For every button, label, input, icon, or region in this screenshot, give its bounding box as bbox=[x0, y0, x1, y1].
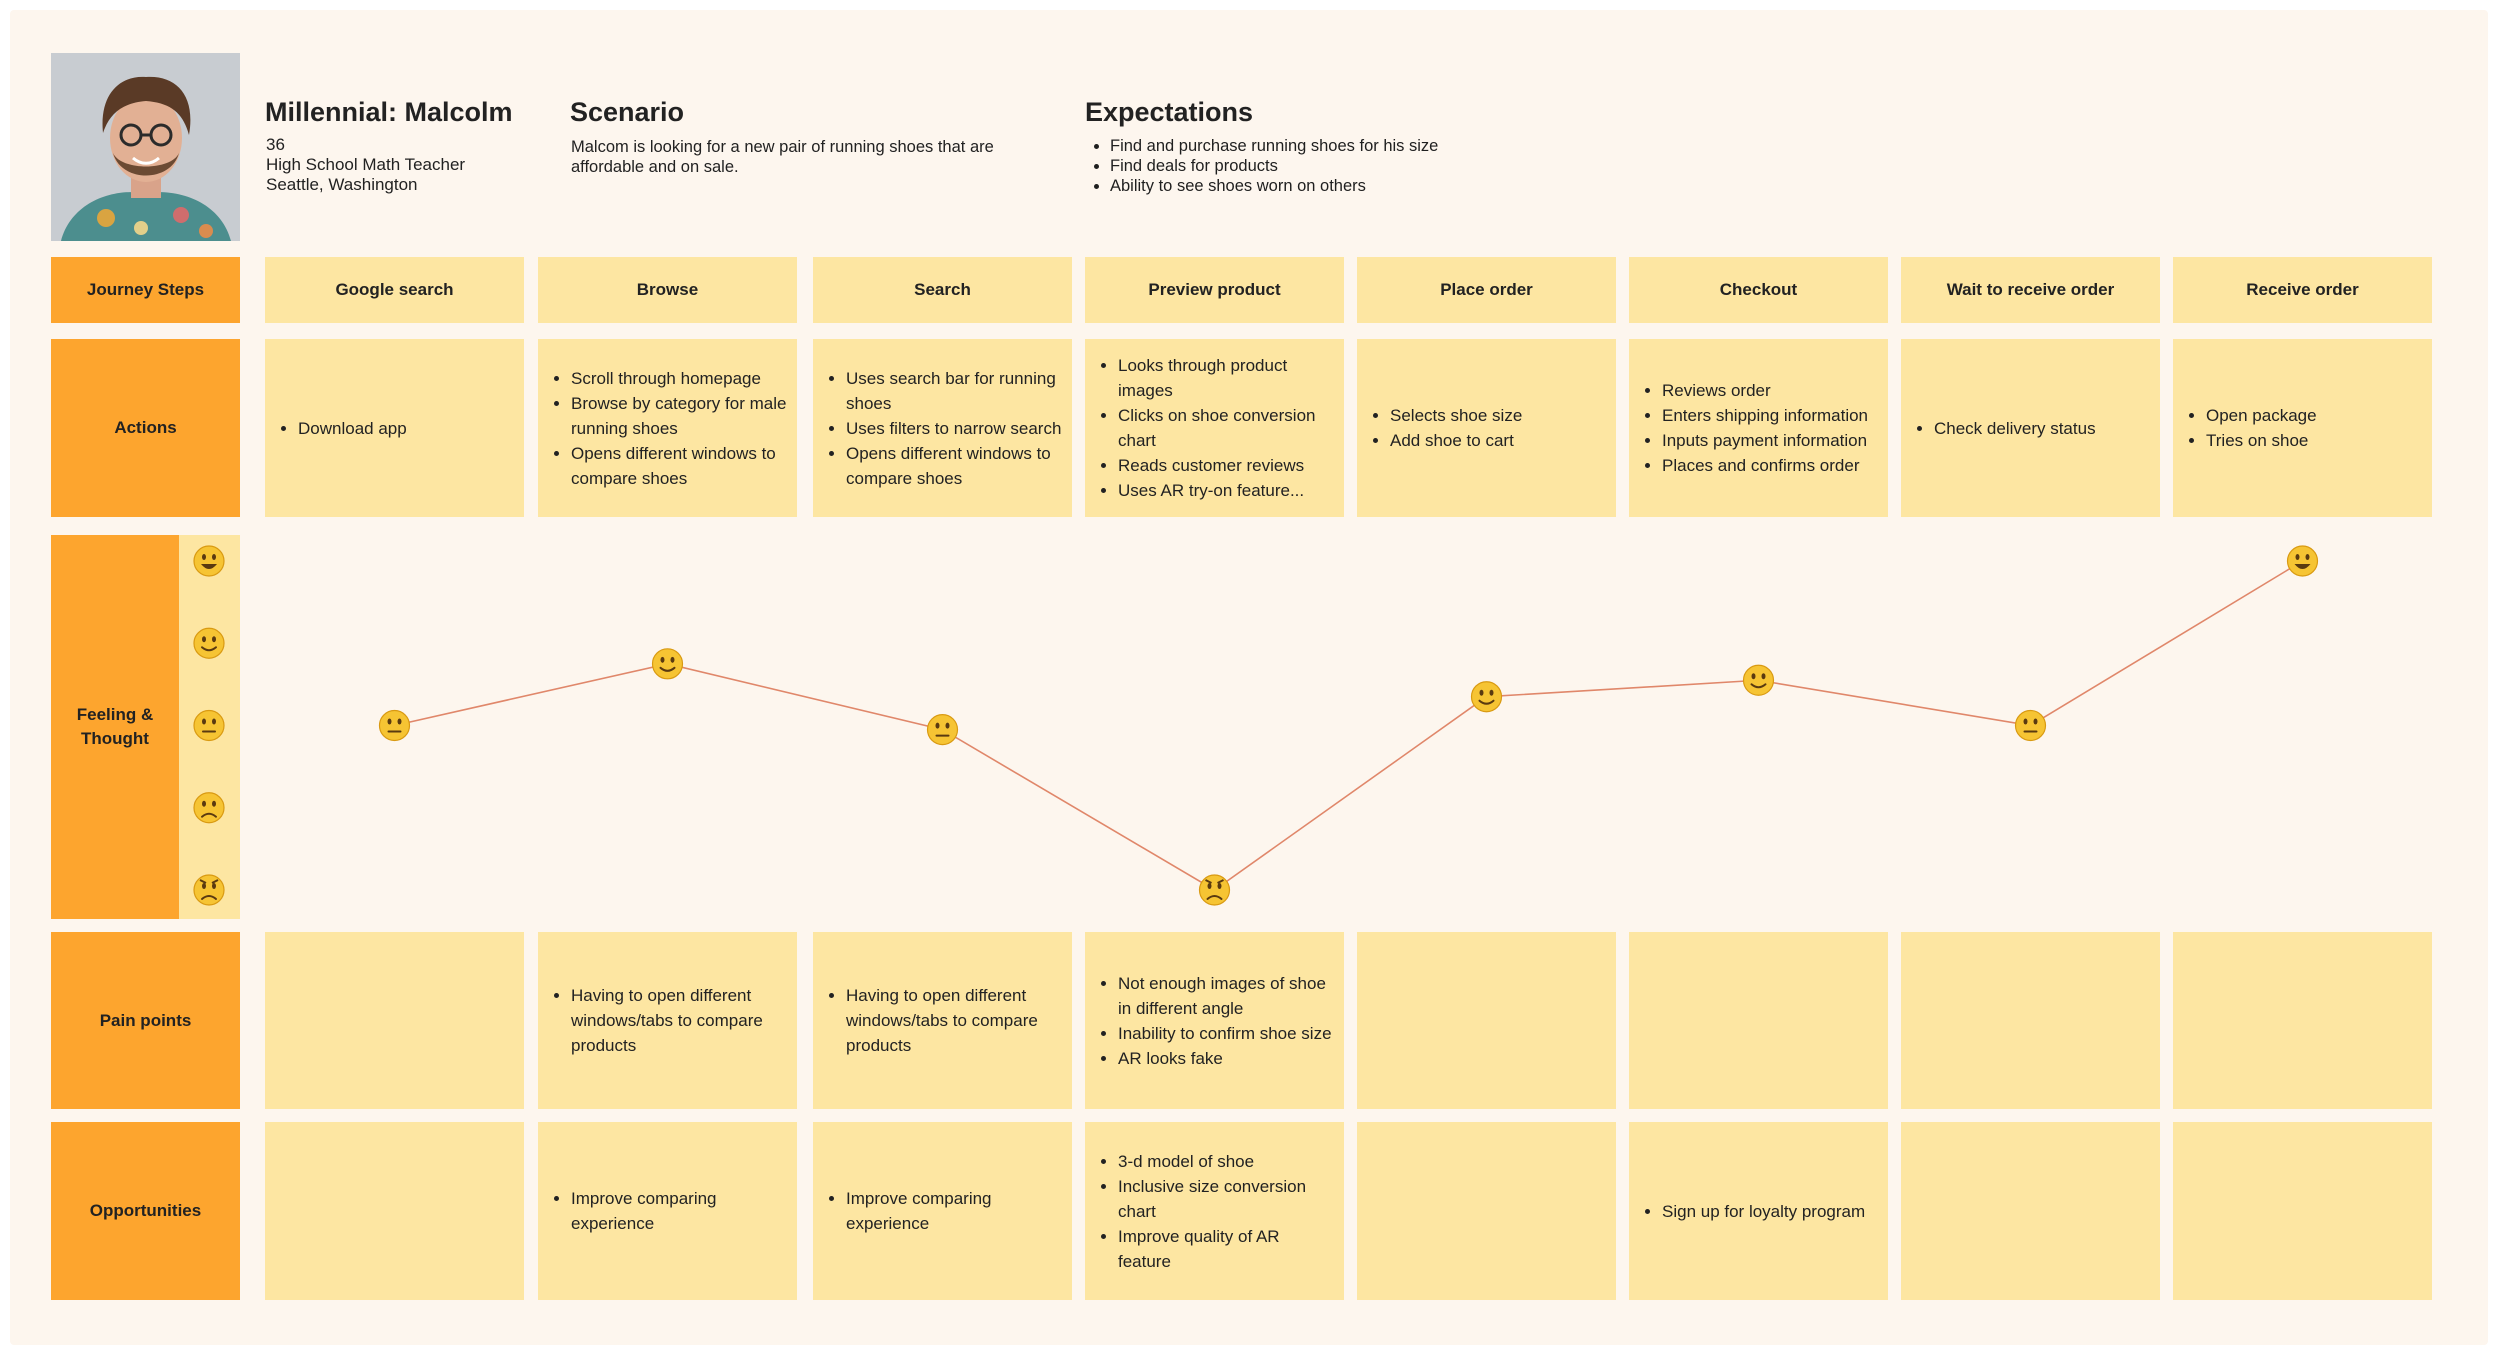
persona-job: High School Math Teacher bbox=[266, 155, 466, 174]
list-item: Download app bbox=[298, 416, 514, 441]
journey-step-label: Preview product bbox=[1148, 280, 1281, 299]
actions-cell: Check delivery status bbox=[1901, 339, 2160, 517]
list-item: Inability to confirm shoe size bbox=[1118, 1021, 1334, 1046]
pain-point-cell bbox=[1357, 932, 1616, 1109]
list-item: AR looks fake bbox=[1118, 1046, 1334, 1071]
persona-details: 36 High School Math Teacher Seattle, Was… bbox=[266, 135, 465, 195]
scenario-title: Scenario bbox=[570, 97, 685, 127]
list-item: Clicks on shoe conversion chart bbox=[1118, 403, 1334, 453]
opportunity-cell: Sign up for loyalty program bbox=[1629, 1122, 1888, 1300]
list-item: Places and confirms order bbox=[1662, 453, 1878, 478]
expectation-item: Ability to see shoes worn on others bbox=[1110, 176, 1592, 196]
opportunity-cell bbox=[1357, 1122, 1616, 1300]
row-label-text: Actions bbox=[114, 418, 177, 437]
actions-cell: Download app bbox=[265, 339, 524, 517]
list-item: Inclusive size conversion chart bbox=[1118, 1174, 1334, 1224]
list-item: Improve comparing experience bbox=[846, 1186, 1062, 1236]
list-item: Selects shoe size bbox=[1390, 403, 1606, 428]
actions-cell: Looks through product imagesClicks on sh… bbox=[1085, 339, 1344, 517]
journey-step-label: Search bbox=[914, 280, 971, 299]
opportunity-cell: 3-d model of shoeInclusive size conversi… bbox=[1085, 1122, 1344, 1300]
list-item: 3-d model of shoe bbox=[1118, 1149, 1334, 1174]
pain-point-cell: Having to open different windows/tabs to… bbox=[538, 932, 797, 1109]
row-label-opportunities: Opportunities bbox=[51, 1122, 240, 1300]
row-label-actions: Actions bbox=[51, 339, 240, 517]
actions-cell: Reviews orderEnters shipping information… bbox=[1629, 339, 1888, 517]
list-item: Opens different windows to compare shoes bbox=[846, 441, 1062, 491]
list-item: Browse by category for male running shoe… bbox=[571, 391, 787, 441]
list-item: Uses AR try-on feature... bbox=[1118, 478, 1334, 503]
list-item: Having to open different windows/tabs to… bbox=[571, 983, 787, 1058]
expectation-item: Find deals for products bbox=[1110, 156, 1592, 176]
list-item: Scroll through homepage bbox=[571, 366, 787, 391]
journey-step-cell: Google search bbox=[265, 257, 524, 323]
journey-step-cell: Checkout bbox=[1629, 257, 1888, 323]
persona-location: Seattle, Washington bbox=[266, 175, 418, 194]
expectations-title: Expectations bbox=[1085, 97, 1254, 127]
scenario-text-line: affordable and on sale. bbox=[571, 158, 739, 176]
scenario-text-line: Malcom is looking for a new pair of runn… bbox=[571, 138, 994, 156]
list-item: Looks through product images bbox=[1118, 353, 1334, 403]
persona-age: 36 bbox=[266, 135, 285, 154]
actions-cell: Open packageTries on shoe bbox=[2173, 339, 2432, 517]
row-label-text: Pain points bbox=[99, 1010, 192, 1030]
list-item: Having to open different windows/tabs to… bbox=[846, 983, 1062, 1058]
actions-cell: Scroll through homepageBrowse by categor… bbox=[538, 339, 797, 517]
pain-point-cell bbox=[265, 932, 524, 1109]
row-label-feeling: Feeling & Thought bbox=[51, 535, 179, 919]
list-item: Not enough images of shoe in different a… bbox=[1118, 971, 1334, 1021]
pain-point-cell: Not enough images of shoe in different a… bbox=[1085, 932, 1344, 1109]
opportunity-cell: Improve comparing experience bbox=[813, 1122, 1072, 1300]
actions-cell: Uses search bar for running shoesUses fi… bbox=[813, 339, 1072, 517]
list-item: Reads customer reviews bbox=[1118, 453, 1334, 478]
list-item: Add shoe to cart bbox=[1390, 428, 1606, 453]
row-label-pain-points: Pain points bbox=[51, 932, 240, 1109]
feeling-scale bbox=[179, 535, 240, 919]
opportunity-cell bbox=[265, 1122, 524, 1300]
persona-name: Millennial: Malcolm bbox=[265, 97, 513, 127]
journey-step-cell: Place order bbox=[1357, 257, 1616, 323]
journey-step-cell: Search bbox=[813, 257, 1072, 323]
row-label-text: Journey Steps bbox=[86, 280, 205, 299]
pain-point-cell bbox=[1629, 932, 1888, 1109]
journey-step-label: Wait to receive order bbox=[1946, 280, 2115, 299]
opportunity-cell bbox=[2173, 1122, 2432, 1300]
persona-photo bbox=[51, 53, 240, 241]
journey-step-cell: Browse bbox=[538, 257, 797, 323]
journey-step-label: Google search bbox=[335, 280, 454, 299]
actions-cell: Selects shoe sizeAdd shoe to cart bbox=[1357, 339, 1616, 517]
pain-point-cell bbox=[1901, 932, 2160, 1109]
journey-step-cell: Wait to receive order bbox=[1901, 257, 2160, 323]
pain-point-cell bbox=[2173, 932, 2432, 1109]
pain-point-cell: Having to open different windows/tabs to… bbox=[813, 932, 1072, 1109]
list-item: Reviews order bbox=[1662, 378, 1878, 403]
list-item: Improve quality of AR feature bbox=[1118, 1224, 1334, 1274]
journey-step-label: Place order bbox=[1440, 280, 1533, 299]
list-item: Tries on shoe bbox=[2206, 428, 2422, 453]
expectation-item: Find and purchase running shoes for his … bbox=[1110, 136, 1592, 156]
list-item: Enters shipping information bbox=[1662, 403, 1878, 428]
scenario-text: Malcom is looking for a new pair of runn… bbox=[571, 137, 994, 177]
journey-step-label: Receive order bbox=[2246, 280, 2359, 299]
list-item: Open package bbox=[2206, 403, 2422, 428]
journey-step-label: Browse bbox=[636, 280, 699, 299]
row-label-journey-steps: Journey Steps bbox=[51, 257, 240, 323]
list-item: Inputs payment information bbox=[1662, 428, 1878, 453]
list-item: Opens different windows to compare shoes bbox=[571, 441, 787, 491]
opportunity-cell: Improve comparing experience bbox=[538, 1122, 797, 1300]
list-item: Improve comparing experience bbox=[571, 1186, 787, 1236]
journey-step-label: Checkout bbox=[1719, 280, 1798, 299]
avatar bbox=[51, 53, 240, 241]
row-label-text: Opportunities bbox=[89, 1201, 202, 1220]
row-label-text: Thought bbox=[81, 729, 149, 748]
list-item: Uses search bar for running shoes bbox=[846, 366, 1062, 416]
row-label-text: Feeling & bbox=[76, 705, 154, 724]
journey-step-cell: Preview product bbox=[1085, 257, 1344, 323]
journey-step-cell: Receive order bbox=[2173, 257, 2432, 323]
list-item: Uses filters to narrow search bbox=[846, 416, 1062, 441]
opportunity-cell bbox=[1901, 1122, 2160, 1300]
list-item: Sign up for loyalty program bbox=[1662, 1199, 1878, 1224]
list-item: Check delivery status bbox=[1934, 416, 2150, 441]
expectations-list: Find and purchase running shoes for his … bbox=[1092, 136, 1592, 196]
